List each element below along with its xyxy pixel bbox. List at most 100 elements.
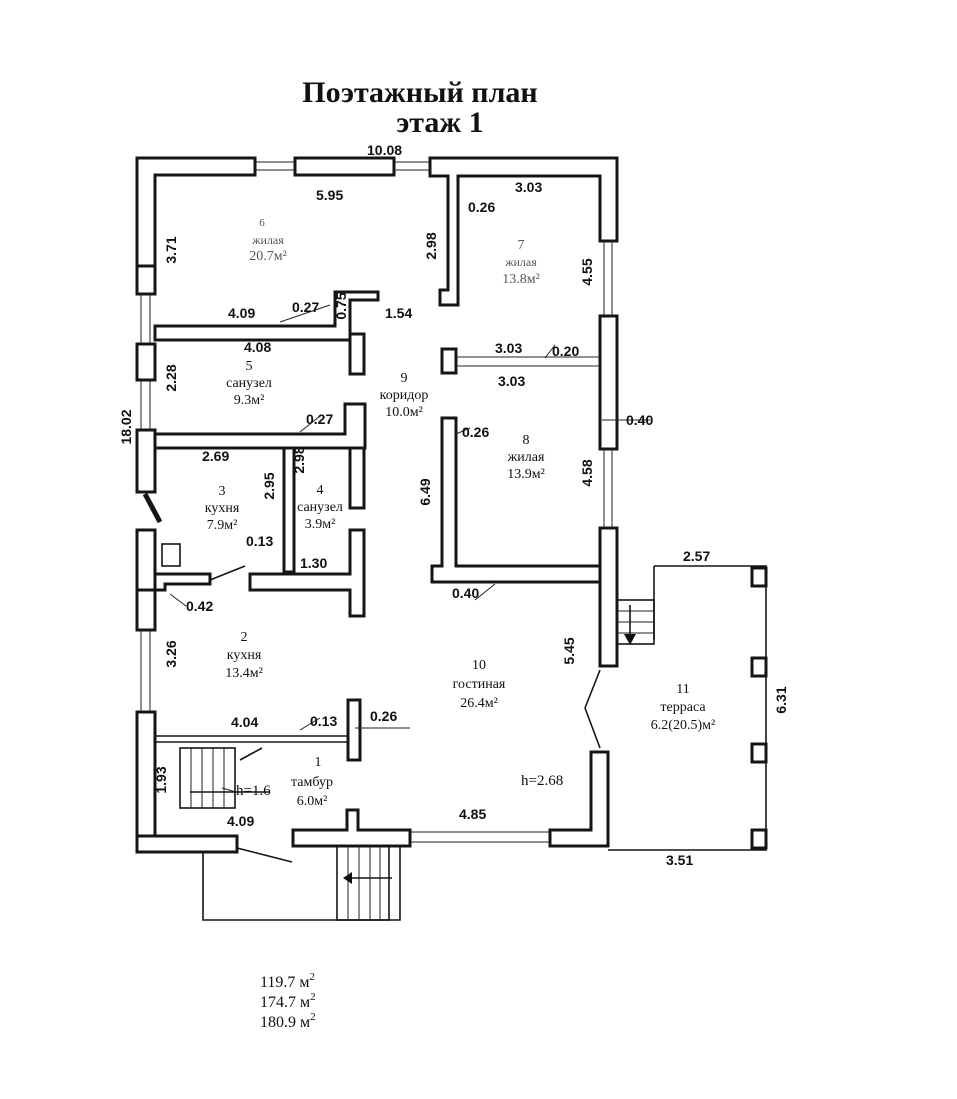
wall-top-left: [135, 156, 257, 268]
room-5-number: 5: [246, 359, 253, 374]
dim-h-1-6: h=1.6: [236, 783, 271, 799]
leader-0-13-b: [299, 717, 321, 731]
room-8-name: жилая: [507, 450, 545, 465]
dim-1-30: 1.30: [300, 555, 327, 571]
wall-bottom-right: [548, 750, 610, 848]
dim-4-58: 4.58: [579, 459, 595, 486]
wall-below-3: [153, 572, 212, 592]
room-1-area: 6.0м²: [297, 794, 328, 809]
area-totals: 119.7 м2 174.7 м2 180.9 м2: [260, 971, 316, 1031]
fixture-square: [161, 543, 181, 567]
wall-3-4-divider: [282, 446, 296, 574]
porch-steps: [336, 845, 390, 921]
dim-6-49: 6.49: [417, 478, 433, 505]
porch-arrow-head: [343, 872, 352, 884]
total-3-sup: 2: [310, 1011, 316, 1023]
dim-3-03-a: 3.03: [515, 179, 542, 195]
door-terrace-a: [584, 669, 601, 709]
room-9-number: 9: [401, 371, 408, 386]
wall-left-3: [135, 428, 157, 494]
dimensions: 10.08 5.95 3.03 3.71 0.26 2.98 4.55 4.09…: [118, 142, 789, 868]
dim-5-95: 5.95: [316, 187, 343, 203]
dim-6-31: 6.31: [773, 686, 789, 713]
terrace-column-3: [750, 742, 768, 764]
room-1-name: тамбур: [291, 775, 333, 790]
dim-3-71: 3.71: [163, 236, 179, 263]
room-5-name: санузел: [226, 376, 272, 391]
wall-below-4: [248, 528, 366, 618]
room-8-area: 13.9м²: [507, 467, 545, 482]
room-6-area: 20.7м²: [249, 249, 287, 264]
room-3-number: 3: [219, 484, 226, 499]
terrace: [608, 565, 768, 851]
dim-1-54: 1.54: [385, 305, 412, 321]
room-8-number: 8: [523, 433, 530, 448]
terrace-column-1: [750, 566, 768, 588]
dim-2-95: 2.95: [261, 472, 277, 499]
leader-h-1-6: [221, 787, 237, 793]
room-6-name: жилая: [251, 233, 284, 247]
room-2-number: 2: [241, 630, 248, 645]
wall-bottom-mid: [291, 808, 412, 848]
dim-2-69: 2.69: [202, 448, 229, 464]
leader-lines: [169, 304, 650, 793]
wall-corridor-stub: [348, 332, 366, 376]
room-4-name: санузел: [297, 500, 343, 515]
wall-top-middle: [293, 156, 396, 177]
dim-2-28: 2.28: [163, 364, 179, 391]
wall-7-bottom-stub: [440, 347, 458, 375]
total-2: 174.7 м2: [260, 991, 316, 1011]
wall-left-2: [135, 342, 157, 382]
dim-0-13-a: 0.13: [246, 533, 273, 549]
wall-8-left: [430, 416, 602, 584]
dim-0-75: 0.75: [333, 292, 349, 319]
room-4-area: 3.9м²: [305, 517, 336, 532]
room-2-name: кухня: [227, 648, 262, 663]
room-7-area: 13.8м²: [502, 272, 540, 287]
walls: [135, 156, 619, 854]
dim-3-26: 3.26: [163, 640, 179, 667]
wall-bottom-left: [135, 834, 239, 854]
dim-10-08: 10.08: [367, 142, 402, 158]
door-terrace-b: [584, 707, 601, 749]
total-2-sup: 2: [310, 991, 316, 1003]
room-2-area: 13.4м²: [225, 666, 263, 681]
dim-0-13-b: 0.13: [310, 713, 337, 729]
terrace-column-2: [750, 656, 768, 678]
dim-3-03-b: 3.03: [495, 340, 522, 356]
wall-left-4: [135, 528, 157, 592]
leader-0-40-b: [474, 583, 496, 601]
room-3-area: 7.9м²: [207, 518, 238, 533]
room-4-number: 4: [317, 483, 324, 498]
dim-0-27-b: 0.27: [306, 411, 333, 427]
room-7-name: жилая: [504, 255, 537, 269]
room-9-name: коридор: [380, 388, 429, 403]
total-2-value: 174.7 м: [260, 994, 310, 1011]
door-left-slant: [142, 492, 163, 524]
partition-tambour-post: [346, 698, 362, 762]
wall-right-2: [598, 526, 619, 668]
room-3-name: кухня: [205, 501, 240, 516]
terrace-outline: [608, 565, 767, 851]
room-11-area: 6.2(20.5)м²: [651, 718, 715, 733]
room-labels: 6 жилая 20.7м² 7 жилая 13.8м² 5 санузел …: [205, 217, 715, 809]
leader-0-27-a: [279, 304, 331, 323]
leader-0-27-b: [299, 415, 321, 433]
dim-0-26-a: 0.26: [468, 199, 495, 215]
total-1: 119.7 м2: [260, 971, 315, 991]
plan-title-line1: Поэтажный план: [302, 76, 537, 109]
inner-stairs: [179, 747, 236, 809]
wall-5-3: [153, 402, 367, 450]
dim-0-26-b: 0.26: [462, 424, 489, 440]
dim-0-27-a: 0.27: [292, 299, 319, 315]
wall-top-right: [428, 156, 619, 307]
wall-6-5: [153, 290, 380, 342]
room-11-number: 11: [676, 682, 689, 697]
room-10-area: 26.4м²: [460, 696, 498, 711]
dim-4-55: 4.55: [579, 258, 595, 285]
plan-title-line2: этаж 1: [396, 106, 483, 139]
room-10-number: 10: [472, 658, 486, 673]
dim-0-26-c: 0.26: [370, 708, 397, 724]
dim-3-03-c: 3.03: [498, 373, 525, 389]
